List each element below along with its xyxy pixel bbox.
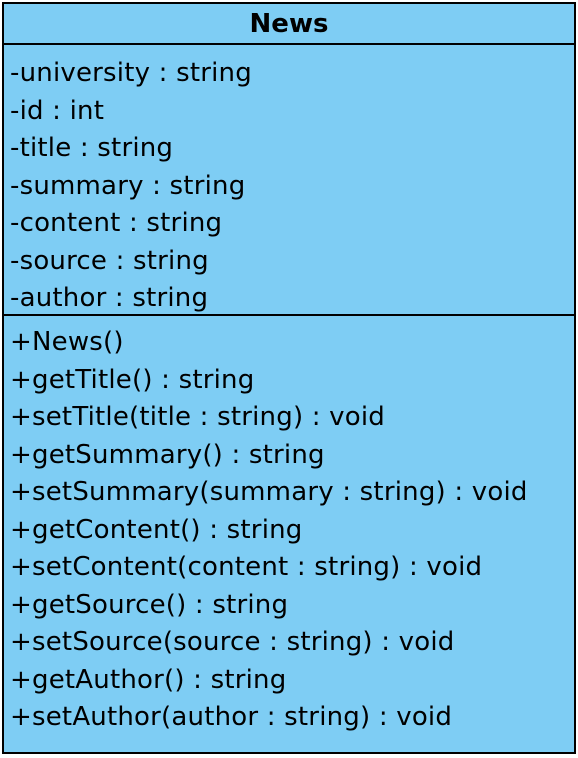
attribute-content: -content : string	[10, 208, 223, 238]
method-get-source: +getSource() : string	[10, 589, 289, 620]
method-get-summary: +getSummary() : string	[10, 439, 325, 470]
attribute-id: -id : int	[10, 95, 105, 126]
method-get-title: +getTitle() : string	[10, 364, 255, 395]
method-set-summary: +setSummary(summary : string) : void	[10, 477, 528, 507]
attribute-title: -title : string	[10, 133, 174, 163]
method-get-author: +getAuthor() : string	[10, 664, 287, 695]
method-set-author: +setAuthor(author : string) : void	[10, 702, 453, 732]
method-constructor: +News()	[10, 327, 124, 357]
method-set-title: +setTitle(title : string) : void	[10, 402, 385, 432]
attributes-compartment: -university : string -id : int -title : …	[4, 45, 574, 316]
method-get-content: +getContent() : string	[10, 514, 303, 545]
attribute-source: -source : string	[10, 245, 209, 276]
attribute-university: -university : string	[10, 58, 252, 88]
methods-compartment: +News() +getTitle() : string +setTitle(t…	[4, 316, 574, 737]
attribute-summary: -summary : string	[10, 170, 246, 201]
attribute-author: -author : string	[10, 283, 209, 313]
method-set-source: +setSource(source : string) : void	[10, 627, 455, 657]
class-name: News	[4, 4, 574, 45]
method-set-content: +setContent(content : string) : void	[10, 552, 483, 582]
